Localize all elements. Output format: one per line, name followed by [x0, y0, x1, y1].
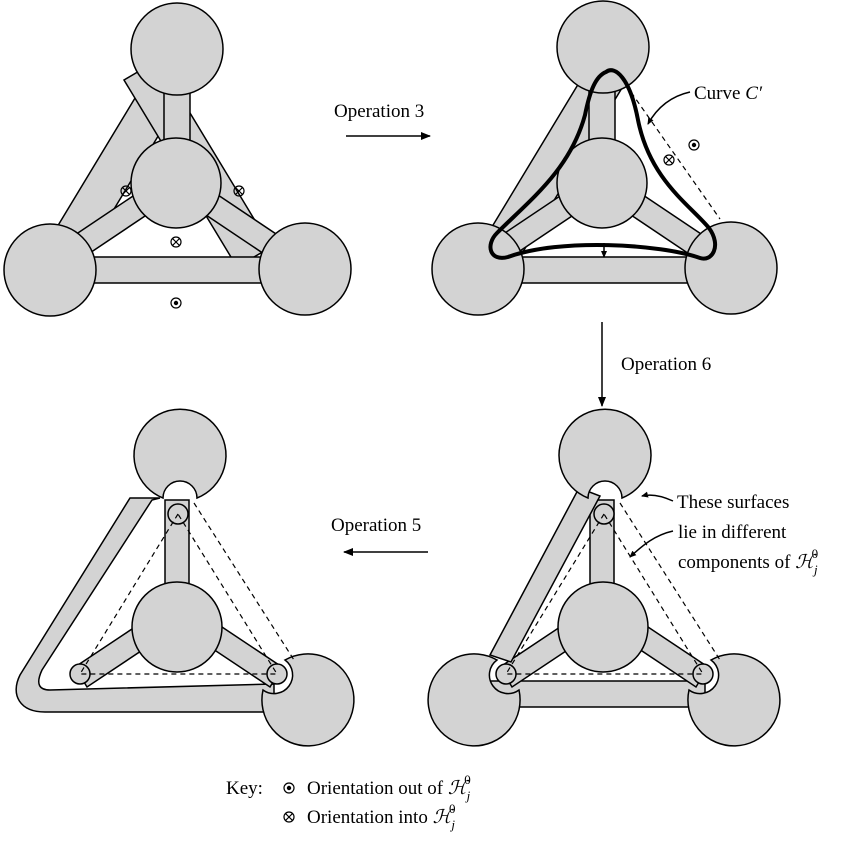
operation-6-label: Operation 6 [621, 354, 711, 375]
legend: Key: Orientation out of ℋj0 Orientation … [226, 772, 471, 832]
surfaces-pointer-lower [629, 530, 674, 558]
node-left [3, 223, 97, 317]
node-right [687, 653, 781, 747]
node-right [258, 222, 352, 316]
node-top [558, 408, 652, 500]
panel-top-right-markers [663, 139, 700, 166]
legend-title: Key: [226, 778, 263, 799]
into-marker [120, 185, 132, 197]
surfaces-label-line-2: lie in different [678, 522, 787, 543]
node-left [427, 653, 521, 747]
surfaces-label-line-3: components of ℋj0 [678, 546, 818, 577]
out-icon [283, 782, 295, 794]
band-left [488, 487, 602, 663]
node-left [431, 222, 525, 316]
node-top [133, 408, 227, 500]
curve-label-pointer [647, 91, 691, 125]
operation-3-label: Operation 3 [334, 101, 424, 122]
panel-top-left-markers [120, 185, 245, 309]
panel-bottom-left-dashed [78, 502, 295, 675]
surfaces-pointer-upper [641, 491, 674, 502]
node-right [684, 221, 778, 315]
panel-bottom-right-nodes [427, 408, 781, 747]
node-top [130, 2, 224, 96]
small-node-left [69, 663, 91, 685]
panel-bottom-left-nodes [69, 408, 355, 747]
curve-label: Curve C′ [694, 83, 763, 104]
out-marker [688, 139, 700, 151]
node-center [130, 137, 222, 229]
legend-out-text: Orientation out of [307, 778, 448, 799]
legend-into-text: Orientation into [307, 807, 433, 828]
legend-out: Orientation out of ℋj0 [307, 772, 471, 803]
into-marker [233, 185, 245, 197]
small-node-left [495, 663, 517, 685]
small-node-right [266, 663, 288, 685]
h-superscript: 0 [812, 546, 819, 561]
legend-into: Orientation into ℋj0 [307, 801, 456, 832]
node-center [131, 581, 223, 673]
curve-label-prefix: Curve [694, 83, 745, 104]
node-top [556, 0, 650, 94]
out-marker [170, 297, 182, 309]
surfaces-label-prefix: components of [678, 552, 795, 573]
operation-5-label: Operation 5 [331, 515, 421, 536]
into-icon [283, 811, 295, 823]
h-symbol: ℋ [795, 552, 817, 573]
into-marker [170, 236, 182, 248]
node-right [261, 653, 355, 747]
panel-top-right [431, 0, 778, 316]
surfaces-label-line-1: These surfaces [677, 492, 789, 513]
panel-bottom-right-dashed [504, 502, 721, 675]
panel-top-left [3, 2, 352, 317]
curve-label-name: C′ [745, 83, 763, 104]
panel-top-right-dashed [625, 84, 721, 220]
h-subscript: j [812, 562, 818, 577]
node-center [556, 137, 648, 229]
small-node-right [692, 663, 714, 685]
node-center [557, 581, 649, 673]
into-marker [663, 154, 675, 166]
curve-c-prime [488, 68, 718, 261]
